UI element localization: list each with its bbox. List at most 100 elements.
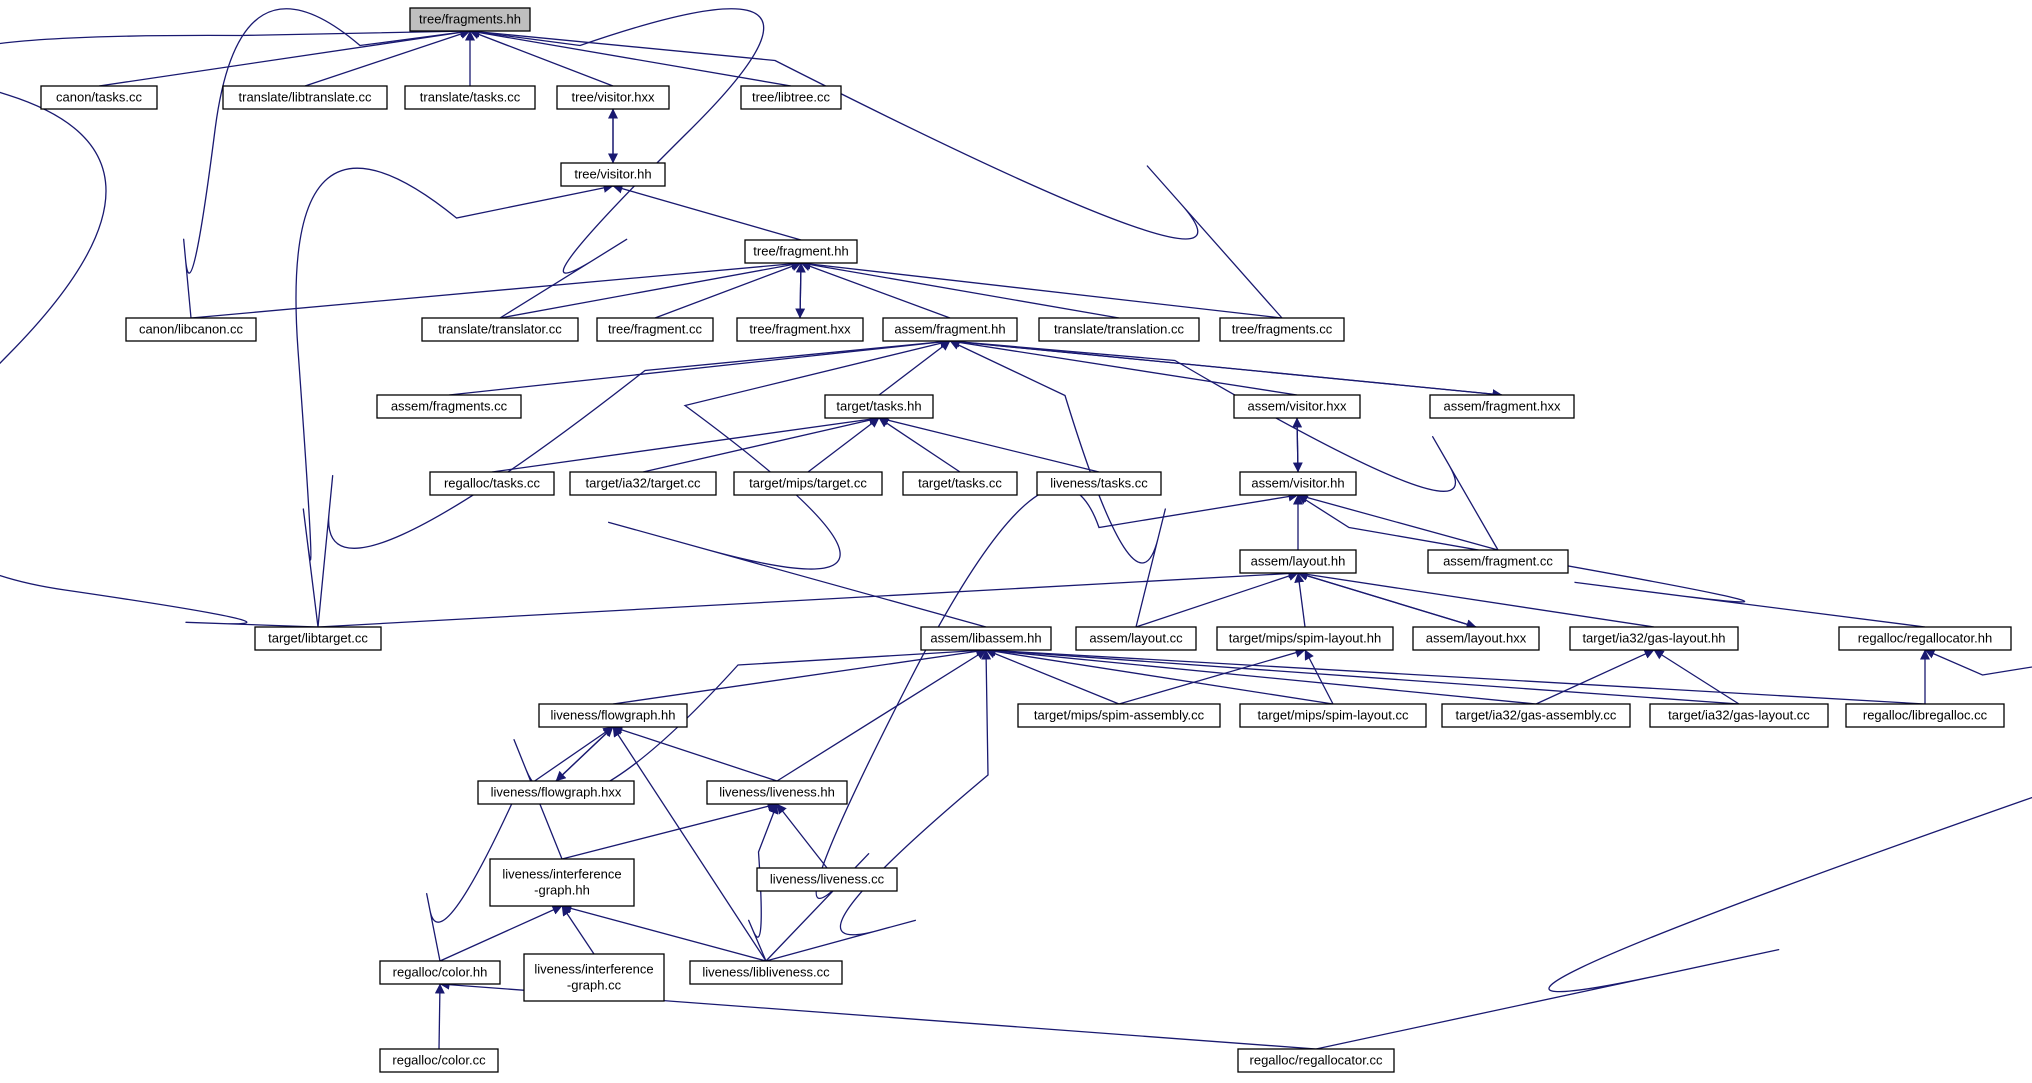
node-liveness_libliveness_cc[interactable]: liveness/libliveness.cc (689, 960, 843, 985)
node-canon_tasks_cc[interactable]: canon/tasks.cc (40, 85, 158, 110)
node-label: liveness/flowgraph.hxx (491, 785, 622, 800)
edge-target_ia32_gas_layout_hh-to-assem_layout_hh (1297, 569, 1655, 628)
node-liveness_interference_graph_hh[interactable]: liveness/interference-graph.hh (489, 858, 635, 907)
node-box (1017, 703, 1221, 728)
node-box (40, 85, 158, 110)
node-liveness_liveness_cc[interactable]: liveness/liveness.cc (756, 867, 898, 892)
node-tree_fragments_cc[interactable]: tree/fragments.cc (1219, 317, 1345, 342)
node-label: liveness/flowgraph.hh (550, 708, 675, 723)
edge-liveness_interference_graph_hh-to-liveness_liveness_hh (561, 801, 778, 860)
edge-tree_libtree_cc-to-fragments_hh (469, 27, 792, 87)
node-label: tree/visitor.hxx (571, 90, 655, 105)
node-label: canon/libcanon.cc (139, 322, 244, 337)
node-assem_layout_hxx[interactable]: assem/layout.hxx (1412, 626, 1540, 651)
node-label: assem/visitor.hxx (1248, 399, 1347, 414)
edge-target_ia32_gas_assembly_cc-to-assem_libassem_hh (985, 645, 1537, 705)
edge-liveness_liveness_hh-to-liveness_flowgraph_hh (612, 725, 778, 782)
node-tree_visitor_hxx[interactable]: tree/visitor.hxx (556, 85, 670, 110)
node-box (429, 471, 555, 496)
node-assem_fragment_hxx[interactable]: assem/fragment.hxx (1429, 394, 1575, 419)
node-tree_fragment_hxx[interactable]: tree/fragment.hxx (736, 317, 864, 342)
node-label: target/ia32/gas-layout.cc (1668, 708, 1810, 723)
node-regalloc_color_hh[interactable]: regalloc/color.hh (379, 960, 501, 985)
node-liveness_liveness_hh[interactable]: liveness/liveness.hh (706, 780, 848, 805)
node-target_mips_spim_assembly_cc[interactable]: target/mips/spim-assembly.cc (1017, 703, 1221, 728)
node-target_mips_spim_layout_cc[interactable]: target/mips/spim-layout.cc (1239, 703, 1427, 728)
node-target_mips_spim_layout_hh[interactable]: target/mips/spim-layout.hh (1216, 626, 1394, 651)
node-box (1233, 394, 1361, 419)
node-regalloc_regallocator_hh[interactable]: regalloc/regallocator.hh (1838, 626, 2012, 651)
edge-tree_visitor_hxx-to-fragments_hh (469, 29, 614, 87)
edge-liveness_flowgraph_hh-to-assem_libassem_hh (612, 646, 987, 705)
node-fragments_hh[interactable]: tree/fragments.hh (409, 7, 531, 32)
node-label: target/ia32/gas-assembly.cc (1456, 708, 1617, 723)
node-translate_translator_cc[interactable]: translate/translator.cc (421, 317, 579, 342)
node-translate_libtranslate_cc[interactable]: translate/libtranslate.cc (222, 85, 388, 110)
node-target_tasks_cc[interactable]: target/tasks.cc (902, 471, 1018, 496)
node-label: tree/libtree.cc (752, 90, 831, 105)
node-tree_visitor_hh[interactable]: tree/visitor.hh (560, 162, 666, 187)
node-target_ia32_gas_assembly_cc[interactable]: target/ia32/gas-assembly.cc (1441, 703, 1631, 728)
node-target_libtarget_cc[interactable]: target/libtarget.cc (254, 626, 382, 651)
node-target_ia32_target_cc[interactable]: target/ia32/target.cc (569, 471, 717, 496)
node-box (596, 317, 714, 342)
edge-assem_visitor_hxx-to-assem_visitor_hh (1292, 417, 1303, 473)
node-tree_libtree_cc[interactable]: tree/libtree.cc (740, 85, 842, 110)
node-assem_layout_cc[interactable]: assem/layout.cc (1075, 626, 1197, 651)
node-box (254, 626, 382, 651)
node-assem_fragment_cc[interactable]: assem/fragment.cc (1427, 549, 1569, 574)
edge-assem_fragment_hh-to-assem_fragment_hxx (949, 340, 1503, 400)
node-label: assem/fragment.hh (894, 322, 1005, 337)
node-box (1239, 471, 1357, 496)
node-box (1237, 1048, 1395, 1073)
node-target_ia32_gas_layout_hh[interactable]: target/ia32/gas-layout.hh (1569, 626, 1739, 651)
node-liveness_interference_graph_cc[interactable]: liveness/interference-graph.cc (523, 953, 665, 1002)
node-box (404, 85, 536, 110)
node-box (920, 626, 1052, 651)
node-label: assem/visitor.hh (1251, 476, 1344, 491)
node-target_mips_target_cc[interactable]: target/mips/target.cc (733, 471, 883, 496)
edge-regalloc_tasks_cc-to-target_tasks_hh (491, 414, 880, 473)
node-liveness_tasks_cc[interactable]: liveness/tasks.cc (1036, 471, 1162, 496)
node-translate_tasks_cc[interactable]: translate/tasks.cc (404, 85, 536, 110)
node-tree_fragment_cc[interactable]: tree/fragment.cc (596, 317, 714, 342)
node-box (376, 394, 522, 419)
node-assem_fragment_hh[interactable]: assem/fragment.hh (882, 317, 1018, 342)
node-label: target/tasks.hh (836, 399, 921, 414)
node-box (569, 471, 717, 496)
edge-translate_translator_cc-to-tree_fragment_hh (499, 259, 802, 319)
node-regalloc_tasks_cc[interactable]: regalloc/tasks.cc (429, 471, 555, 496)
node-liveness_flowgraph_hxx[interactable]: liveness/flowgraph.hxx (477, 780, 635, 805)
node-target_tasks_hh[interactable]: target/tasks.hh (824, 394, 934, 419)
edge-assem_layout_hh-to-assem_layout_hxx (1297, 572, 1477, 630)
node-assem_libassem_hh[interactable]: assem/libassem.hh (920, 626, 1052, 651)
edge-assem_fragment_cc-to-assem_visitor_hh (1297, 492, 1499, 551)
node-label: canon/tasks.cc (56, 90, 142, 105)
node-assem_visitor_hh[interactable]: assem/visitor.hh (1239, 471, 1357, 496)
node-label: regalloc/color.cc (392, 1053, 486, 1068)
edge-tree_fragment_cc-to-tree_fragment_hh (654, 261, 802, 319)
node-assem_layout_hh[interactable]: assem/layout.hh (1239, 549, 1357, 574)
node-canon_libcanon_cc[interactable]: canon/libcanon.cc (125, 317, 257, 342)
node-box (222, 85, 388, 110)
node-regalloc_regallocator_cc[interactable]: regalloc/regallocator.cc (1237, 1048, 1395, 1073)
node-assem_visitor_hxx[interactable]: assem/visitor.hxx (1233, 394, 1361, 419)
node-label: translate/translation.cc (1054, 322, 1185, 337)
edge-regalloc_libregalloc_cc-to-assem_libassem_hh (985, 645, 1926, 705)
node-label: liveness/libliveness.cc (702, 965, 830, 980)
node-box (1569, 626, 1739, 651)
node-label: regalloc/regallocator.cc (1250, 1053, 1383, 1068)
node-label: target/ia32/gas-layout.hh (1582, 631, 1725, 646)
node-label: liveness/liveness.hh (719, 785, 835, 800)
node-regalloc_color_cc[interactable]: regalloc/color.cc (379, 1048, 499, 1073)
edge-translate_translation_cc-to-tree_fragment_hh (800, 259, 1120, 319)
node-translate_translation_cc[interactable]: translate/translation.cc (1038, 317, 1200, 342)
node-tree_fragment_hh[interactable]: tree/fragment.hh (744, 239, 858, 264)
node-liveness_flowgraph_hh[interactable]: liveness/flowgraph.hh (538, 703, 688, 728)
node-box (409, 7, 531, 32)
node-regalloc_libregalloc_cc[interactable]: regalloc/libregalloc.cc (1845, 703, 2005, 728)
edge-target_mips_spim_assembly_cc-to-target_mips_spim_layout_hh (1118, 647, 1306, 705)
node-assem_fragments_cc[interactable]: assem/fragments.cc (376, 394, 522, 419)
node-target_ia32_gas_layout_cc[interactable]: target/ia32/gas-layout.cc (1649, 703, 1829, 728)
